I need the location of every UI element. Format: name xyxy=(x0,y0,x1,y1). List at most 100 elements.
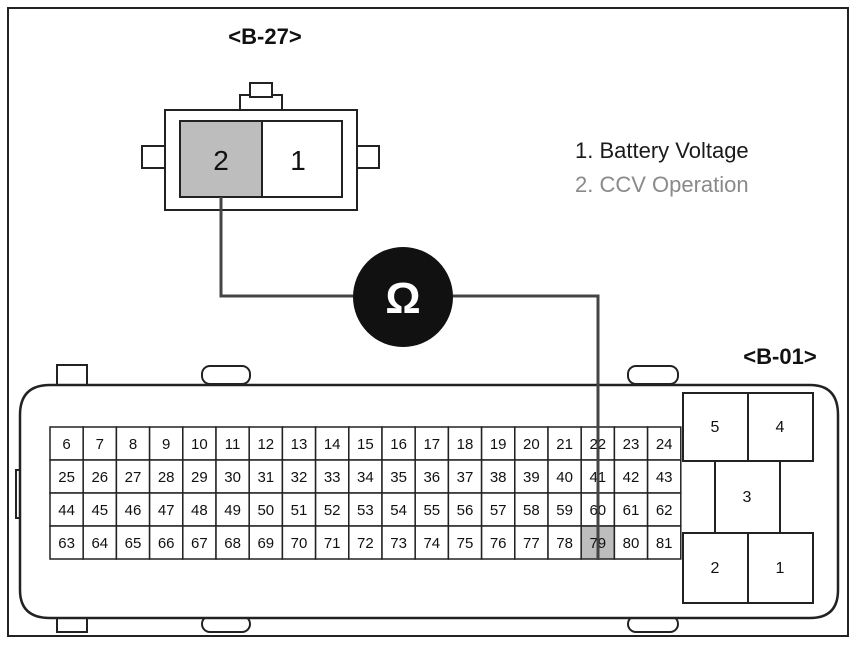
ohmmeter-icon: Ω xyxy=(353,247,453,347)
b01-pin-label-66: 66 xyxy=(158,535,175,552)
b01-power-pin-2 xyxy=(682,532,749,604)
b01-pin-cell-43 xyxy=(646,459,682,494)
b27-connector: 2 1 xyxy=(141,82,380,211)
b01-pin-cell-14 xyxy=(314,426,350,461)
b01-pin-label-59: 59 xyxy=(556,502,573,519)
b01-pin-cell-63 xyxy=(49,525,84,560)
b01-connector: 6789101112131415161718192021222324252627… xyxy=(15,364,840,633)
b01-pin-label-25: 25 xyxy=(58,469,75,486)
b01-pin-label-49: 49 xyxy=(224,502,241,519)
b01-pin-cell-70 xyxy=(281,525,317,560)
b01-top-clip-1 xyxy=(201,365,251,385)
b01-pin-label-6: 6 xyxy=(62,436,70,453)
b01-pin-label-81: 81 xyxy=(656,535,673,552)
b01-label: <B-01> xyxy=(743,344,816,369)
b01-power-pin-1-label: 1 xyxy=(776,560,785,577)
b01-pin-label-21: 21 xyxy=(556,436,573,453)
b01-pin-label-46: 46 xyxy=(125,502,142,519)
b01-pin-label-55: 55 xyxy=(423,502,440,519)
b27-left-tab xyxy=(141,145,167,169)
b01-pin-cell-78 xyxy=(547,525,582,560)
b01-power-pin-4-label: 4 xyxy=(776,419,785,436)
b27-latch-top xyxy=(249,82,273,98)
b01-pin-cell-40 xyxy=(547,459,582,494)
b01-pin-cell-11 xyxy=(215,426,250,461)
b01-pin-label-75: 75 xyxy=(457,535,474,552)
b01-pin-label-61: 61 xyxy=(623,502,640,519)
b01-pin-label-27: 27 xyxy=(125,469,142,486)
b01-pin-label-34: 34 xyxy=(357,469,374,486)
b01-pin-cell-58 xyxy=(514,492,549,527)
b01-pin-cell-73 xyxy=(381,525,416,560)
b01-pin-label-63: 63 xyxy=(58,535,75,552)
b01-pin-label-54: 54 xyxy=(390,502,407,519)
b01-pin-label-30: 30 xyxy=(224,469,241,486)
b27-pin-1 xyxy=(261,120,343,198)
b01-pin-cell-50 xyxy=(248,492,284,527)
b01-pin-label-44: 44 xyxy=(58,502,75,519)
b01-pin-cell-46 xyxy=(115,492,151,527)
b01-pin-label-72: 72 xyxy=(357,535,374,552)
b01-pin-label-57: 57 xyxy=(490,502,507,519)
ohmmeter-circle xyxy=(353,247,453,347)
b01-pin-cell-77 xyxy=(514,525,549,560)
b01-pin-cell-62 xyxy=(646,492,682,527)
b01-pin-cell-61 xyxy=(613,492,649,527)
b01-pin-label-23: 23 xyxy=(623,436,640,453)
b01-pin-cell-69 xyxy=(248,525,284,560)
b01-pin-label-58: 58 xyxy=(523,502,540,519)
b01-pin-cell-64 xyxy=(82,525,118,560)
b01-pin-label-56: 56 xyxy=(457,502,474,519)
b01-pin-label-38: 38 xyxy=(490,469,507,486)
b01-pin-cell-54 xyxy=(381,492,416,527)
b01-pin-label-9: 9 xyxy=(162,436,170,453)
b01-pin-label-12: 12 xyxy=(257,436,274,453)
b01-pin-grid: 6789101112131415161718192021222324252627… xyxy=(49,426,682,560)
b01-pin-label-68: 68 xyxy=(224,535,241,552)
b01-pin-label-10: 10 xyxy=(191,436,208,453)
b01-pin-label-17: 17 xyxy=(423,436,440,453)
b01-pin-label-76: 76 xyxy=(490,535,507,552)
b01-pin-label-19: 19 xyxy=(490,436,507,453)
b01-pin-label-80: 80 xyxy=(623,535,640,552)
b01-pin-label-70: 70 xyxy=(291,535,308,552)
b01-power-pin-1 xyxy=(747,532,814,604)
b01-pin-label-11: 11 xyxy=(225,436,241,453)
b01-power-pin-5-label: 5 xyxy=(711,419,720,436)
b01-power-pin-2-label: 2 xyxy=(711,560,720,577)
b01-pin-label-14: 14 xyxy=(324,436,341,453)
b27-right-tab xyxy=(354,145,380,169)
b01-pin-label-16: 16 xyxy=(390,436,407,453)
b01-pin-label-36: 36 xyxy=(423,469,440,486)
b01-pin-label-53: 53 xyxy=(357,502,374,519)
b01-pin-label-78: 78 xyxy=(556,535,573,552)
b27-pin-1-label: 1 xyxy=(290,145,306,176)
b01-pin-label-18: 18 xyxy=(457,436,474,453)
b01-pin-cell-16 xyxy=(381,426,416,461)
b01-pin-cell-59 xyxy=(547,492,582,527)
b01-pin-cell-48 xyxy=(182,492,217,527)
b01-top-clip-2 xyxy=(627,365,679,385)
b01-pin-label-26: 26 xyxy=(91,469,108,486)
b01-pin-label-47: 47 xyxy=(158,502,175,519)
b01-pin-cell-75 xyxy=(447,525,483,560)
b01-pin-cell-67 xyxy=(182,525,217,560)
b01-pin-label-77: 77 xyxy=(523,535,540,552)
b01-pin-label-52: 52 xyxy=(324,502,341,519)
b01-pin-cell-65 xyxy=(115,525,151,560)
legend-item-1: 1. Battery Voltage xyxy=(575,138,749,163)
b01-pin-label-71: 71 xyxy=(324,535,341,552)
b01-power-pin-4 xyxy=(747,392,814,462)
b01-pin-cell-13 xyxy=(281,426,317,461)
ohm-symbol: Ω xyxy=(385,274,420,323)
diagram-frame xyxy=(7,7,849,637)
b01-pin-label-73: 73 xyxy=(390,535,407,552)
b01-pin-label-62: 62 xyxy=(656,502,673,519)
b27-label: <B-27> xyxy=(228,24,301,49)
b01-pin-label-15: 15 xyxy=(357,436,374,453)
b01-pin-label-39: 39 xyxy=(523,469,540,486)
b01-pin-label-74: 74 xyxy=(423,535,440,552)
b01-pin-cell-66 xyxy=(148,525,184,560)
b01-pin-label-40: 40 xyxy=(556,469,573,486)
